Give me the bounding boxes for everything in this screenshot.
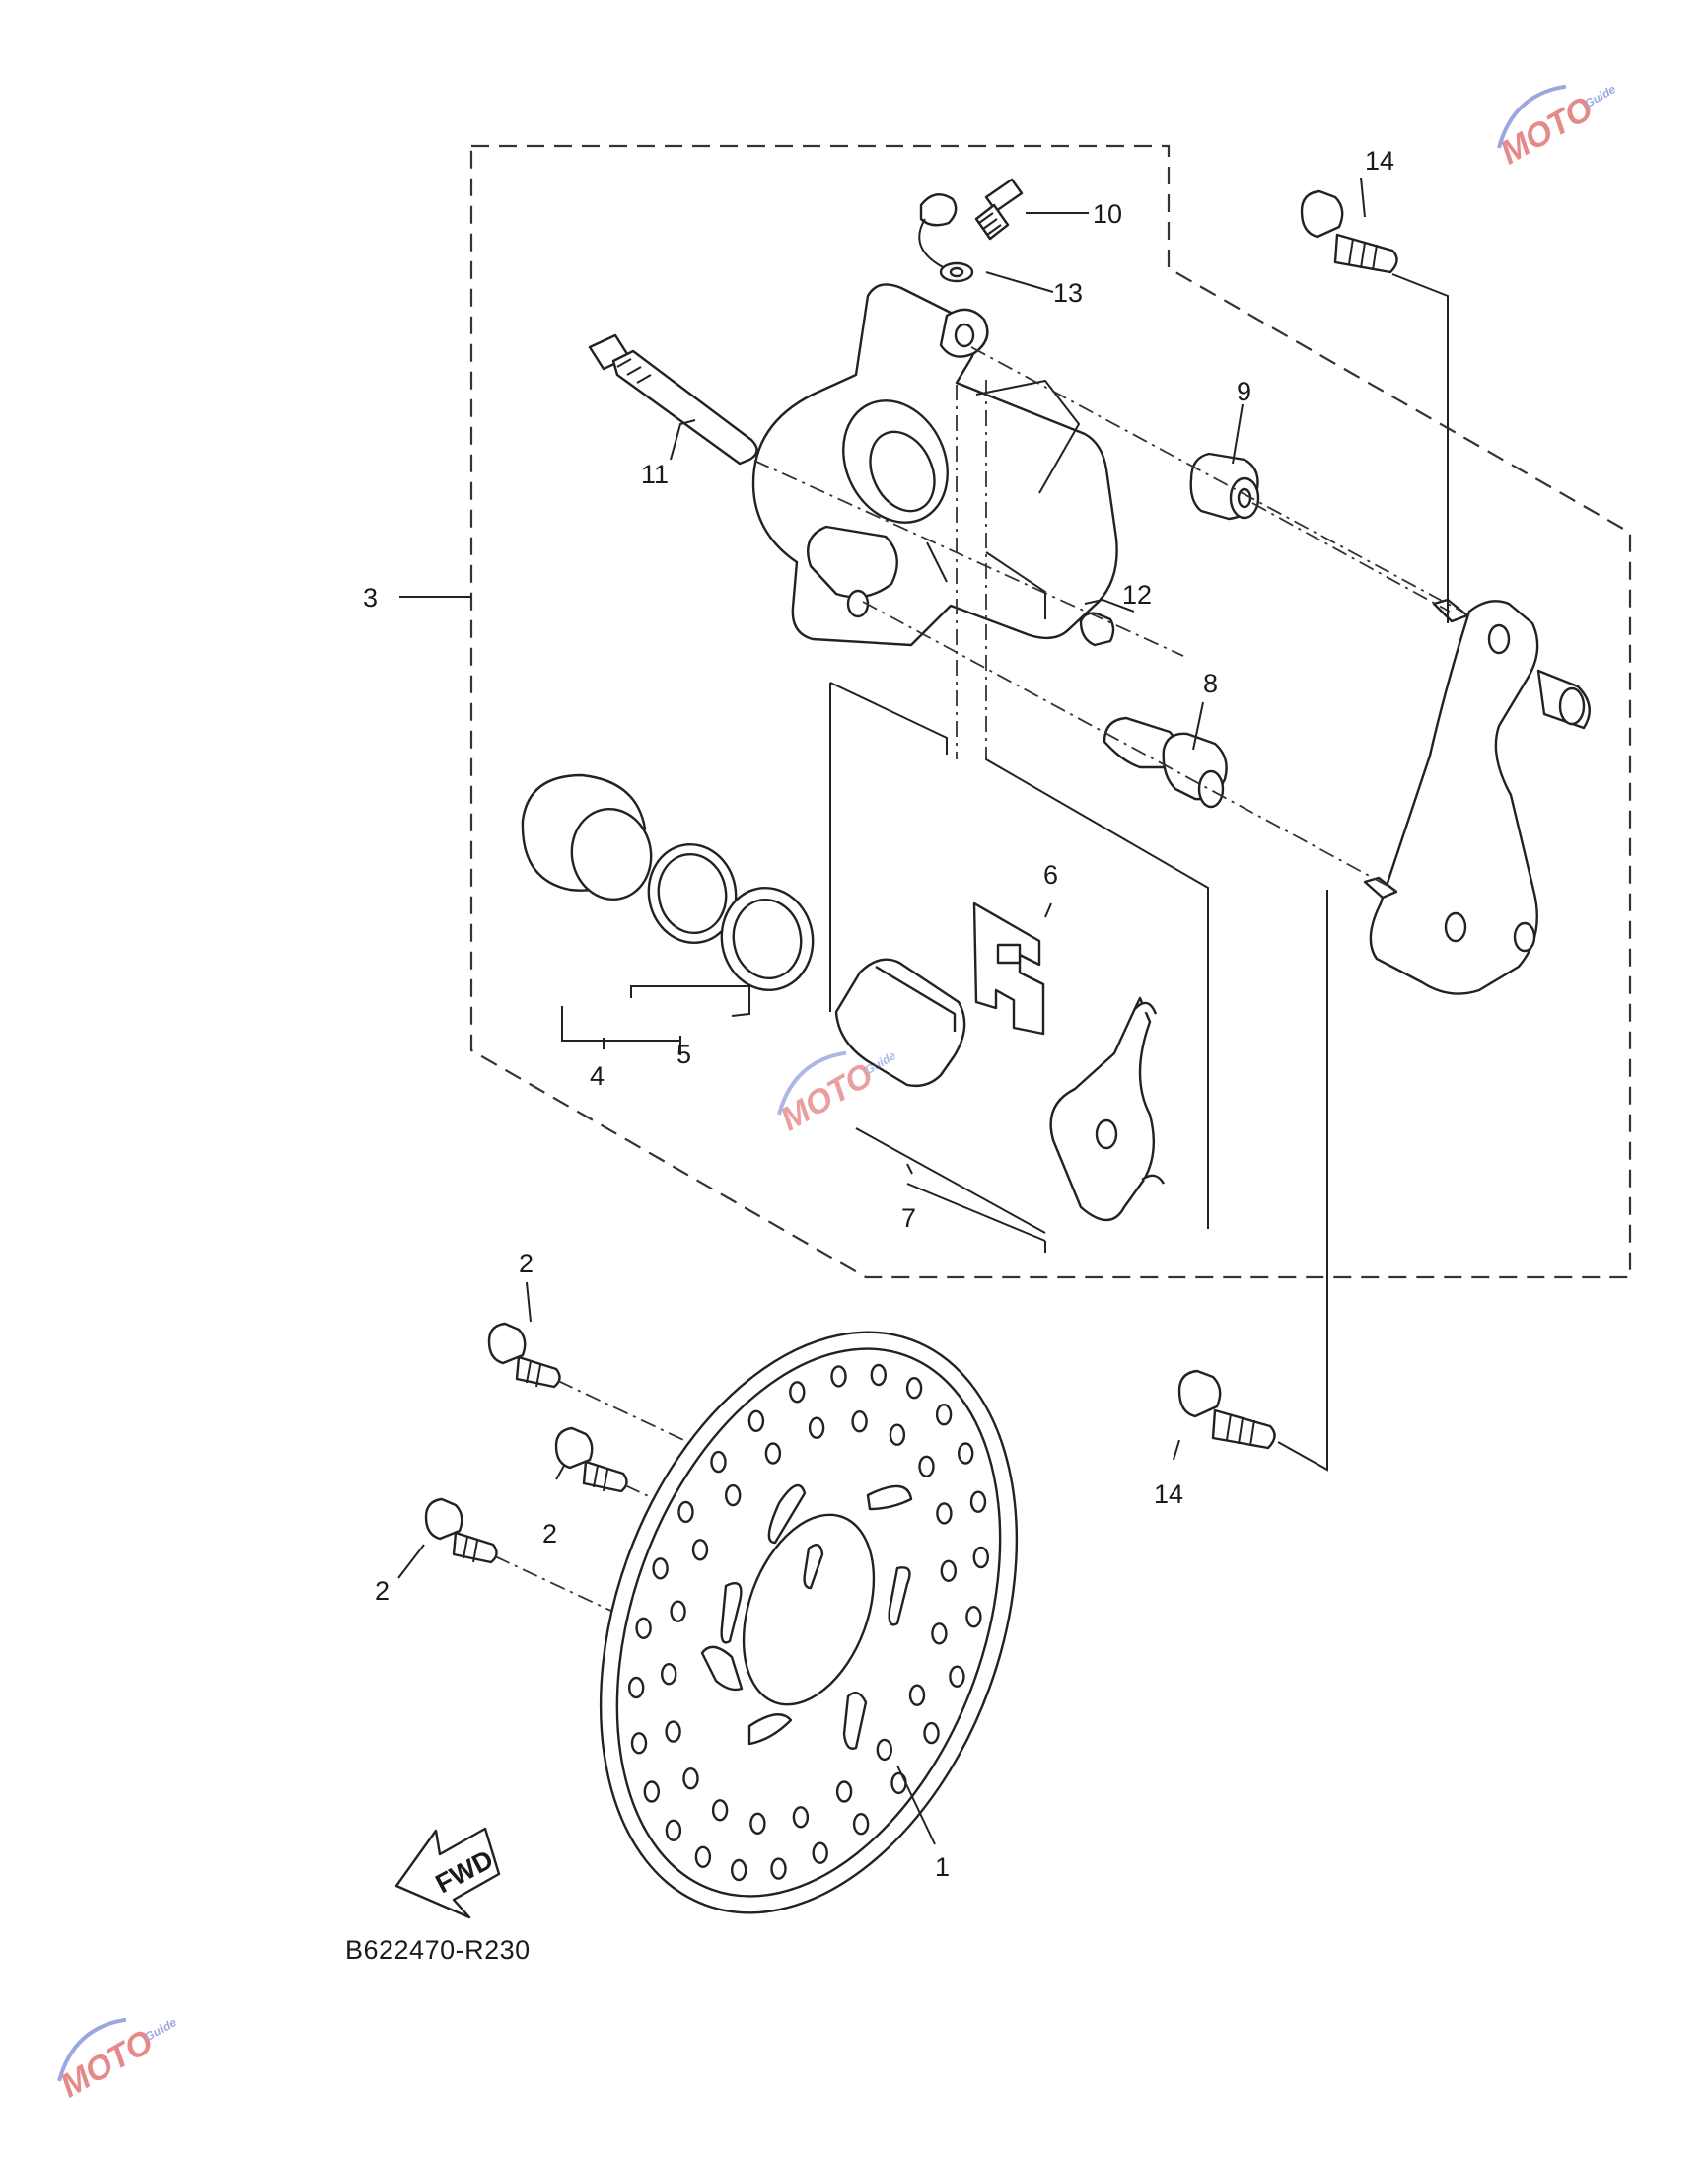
disc-hole (830, 1365, 847, 1388)
callout-14-upper: 14 (1365, 146, 1394, 176)
disc-hole (670, 1600, 686, 1622)
brake-pads (834, 958, 1166, 1222)
disc-hole (677, 1500, 694, 1524)
centerline-vertical (956, 380, 987, 759)
callout-5: 5 (676, 1040, 691, 1069)
bush-9 (1189, 452, 1260, 521)
disc-hole (969, 1490, 987, 1513)
disc-hole (949, 1665, 965, 1688)
callout-12: 12 (1122, 580, 1152, 610)
bolt-14-upper (1300, 189, 1449, 623)
disc-hole (711, 1799, 729, 1822)
callout-numbers: 1 2 2 2 3 4 5 6 7 8 9 10 11 12 13 14 14 (363, 146, 1394, 1882)
disc-hole (792, 1806, 810, 1829)
disc-hole (870, 1363, 887, 1387)
disc-hole (694, 1845, 712, 1869)
bleed-screw-group (918, 178, 1024, 283)
disc-hole (643, 1780, 660, 1803)
watermark-logo-top-right: MOTO Guide (1494, 82, 1618, 172)
disc-hole (923, 1721, 940, 1745)
disc-hole (749, 1812, 766, 1836)
disc-hole (731, 1858, 747, 1882)
callout-10: 10 (1093, 199, 1122, 229)
callout-9: 9 (1237, 377, 1251, 406)
callout-2-lower: 2 (375, 1576, 390, 1606)
disc-hole (789, 1381, 806, 1404)
bolt-2-middle (554, 1426, 628, 1493)
disc-hole (965, 1605, 982, 1628)
disc-hole (628, 1676, 645, 1699)
disc-hole (972, 1546, 989, 1569)
disc-hole (770, 1857, 787, 1880)
disc-hole (852, 1812, 870, 1836)
disc-hole (958, 1442, 974, 1465)
disc-hole (691, 1539, 709, 1561)
piston-and-seals (521, 773, 815, 992)
forward-arrow: FWD (394, 1827, 501, 1919)
disc-hole (940, 1559, 957, 1583)
pad-outline-box (829, 682, 948, 1012)
bolt-2-lower (424, 1497, 498, 1564)
bush-12 (1079, 612, 1115, 647)
disc-hole (665, 1819, 682, 1842)
svg-text:Guide: Guide (1582, 82, 1618, 110)
caliper-body (751, 283, 1118, 647)
disc-hole (905, 1376, 923, 1400)
callout-14-lower: 14 (1154, 1479, 1183, 1509)
disc-hole (935, 1403, 953, 1426)
disc-hole (725, 1483, 742, 1507)
callout-13: 13 (1053, 278, 1083, 308)
disc-holes (628, 1363, 989, 1882)
caliper-assembly-boundary (469, 144, 1632, 1279)
disc-hole (630, 1732, 648, 1755)
disc-hole (764, 1442, 782, 1465)
callout-6: 6 (1043, 860, 1058, 890)
disc-hole (931, 1622, 948, 1645)
callout-2-middle: 2 (542, 1519, 557, 1549)
disc-hole (876, 1738, 892, 1762)
disc-hole (835, 1780, 853, 1803)
callout-7: 7 (901, 1203, 916, 1233)
disc-hole (812, 1841, 828, 1864)
bush-8 (1103, 716, 1228, 809)
disc-hole (851, 1409, 868, 1433)
disc-hole (661, 1662, 677, 1686)
disc-hole (889, 1423, 906, 1446)
leader-lines (397, 177, 1366, 1845)
callout-1: 1 (935, 1852, 950, 1882)
disc-hole (747, 1409, 765, 1433)
watermark-logo-bottom-left: MOTO Guide (54, 2015, 178, 2105)
disc-slots (700, 1483, 913, 1750)
disc-hole (665, 1720, 681, 1743)
disc-hole (635, 1617, 652, 1640)
disc-hole (682, 1766, 699, 1790)
disc-hole (908, 1684, 926, 1706)
brake-disc (599, 1331, 1019, 1914)
callout-4: 4 (590, 1061, 605, 1091)
callout-3: 3 (363, 583, 378, 613)
bolt-2-top (487, 1322, 561, 1389)
callout-8: 8 (1203, 669, 1218, 698)
diagram-code: B622470-R230 (345, 1935, 531, 1965)
disc-hole (890, 1771, 907, 1795)
pad-support (972, 901, 1045, 1036)
callout-2-top: 2 (519, 1249, 534, 1278)
centerline-upper (970, 346, 1470, 616)
caliper-bracket (1363, 598, 1591, 995)
slide-pin (588, 333, 758, 466)
disc-hole (936, 1502, 953, 1525)
svg-text:Guide: Guide (142, 2015, 178, 2044)
callout-11: 11 (641, 460, 669, 489)
disc-hole (918, 1455, 935, 1478)
disc-hole (710, 1450, 727, 1474)
bolt-14-lower (1177, 890, 1328, 1472)
disc-hole (808, 1416, 825, 1439)
centerline-lower (862, 601, 1401, 894)
centerline-9 (1251, 502, 1451, 613)
disc-hole (652, 1557, 669, 1580)
